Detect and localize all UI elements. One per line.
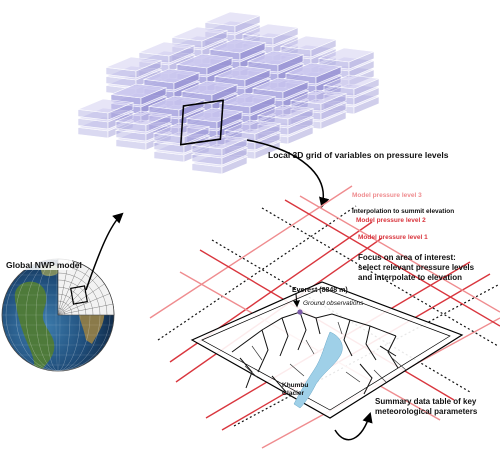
pressure-level-line <box>299 195 500 313</box>
cube-top <box>322 83 381 99</box>
cube-top <box>241 23 300 39</box>
cube-top <box>322 92 381 108</box>
focus-text-line3: and interpolate to elevation <box>358 273 462 282</box>
cube-top <box>289 98 348 114</box>
level3-label: Model pressure level 3 <box>352 192 422 199</box>
grid-to-surface-arrow <box>246 139 330 209</box>
map-to-summary-arrow <box>334 411 373 441</box>
cube-top <box>218 92 277 108</box>
cube-top <box>175 53 234 69</box>
level1-label: Model pressure level 1 <box>358 234 428 241</box>
cube-top <box>190 152 249 168</box>
cube-top <box>180 80 239 96</box>
cube-top <box>223 137 282 153</box>
cube-top <box>114 110 173 126</box>
area-of-interest-map <box>190 281 464 419</box>
pressure-level-grid <box>76 11 381 175</box>
glacier <box>293 331 343 409</box>
cube-top <box>152 140 211 156</box>
cube-top <box>203 20 262 36</box>
cube-top <box>279 35 338 51</box>
cube-top <box>76 107 135 123</box>
summary-text-line1: Summary data table of key <box>375 397 477 406</box>
everest-summit-marker <box>297 309 303 315</box>
ground-observations-label: Ground observations <box>303 300 364 307</box>
cube-top <box>284 62 343 78</box>
cutaway-mesh <box>57 293 110 316</box>
focus-text-line1: Focus on area of interest: <box>358 253 456 262</box>
map-inner-frame <box>201 287 451 411</box>
cube-top <box>322 74 381 90</box>
cube-top <box>109 83 168 99</box>
cube-top <box>289 107 348 123</box>
glacier-label-line2: Glacier <box>282 390 305 397</box>
cube-top <box>76 116 135 132</box>
cutaway-mesh <box>57 275 98 316</box>
global-model-label: Global NWP model <box>6 260 82 270</box>
grid-caption: Local 3D grid of variables on pressure l… <box>268 150 449 160</box>
globe-to-grid-arrow <box>85 212 124 291</box>
cube-top <box>256 113 315 129</box>
cube-top <box>223 119 282 135</box>
everest-pointer <box>293 293 301 308</box>
global-model-label-bg <box>4 258 72 270</box>
continent-americas <box>14 281 55 371</box>
pressure-level-line <box>149 185 353 319</box>
cube-top <box>190 143 249 159</box>
cube-top <box>213 65 272 81</box>
cutaway-mesh <box>57 268 90 316</box>
cutaway-mesh <box>57 283 105 316</box>
cube-top <box>289 89 348 105</box>
cutaway-mesh <box>57 263 80 316</box>
selected-grid-cell <box>179 99 224 146</box>
globe-selected-region <box>70 285 88 305</box>
pressure-level-line <box>284 199 500 327</box>
pressure-level-line <box>261 207 499 347</box>
cube-top <box>104 56 163 72</box>
cutaway-mesh <box>57 303 113 316</box>
cube-top <box>185 107 244 123</box>
cube-top <box>104 65 163 81</box>
cube-top <box>170 35 229 51</box>
cube-top <box>114 128 173 144</box>
interp-label: Interpolation to summit elevation <box>352 208 454 215</box>
cube-top <box>208 38 267 54</box>
everest-label: Everest (8848 m) <box>292 287 348 294</box>
cube-top <box>142 68 201 84</box>
valley-lines <box>244 321 407 383</box>
cube-top <box>170 26 229 42</box>
cube-top <box>256 122 315 138</box>
cube-top <box>246 50 305 66</box>
cube-top <box>256 104 315 120</box>
cube-top <box>251 77 310 93</box>
summary-text-line2: meteorological parameters <box>375 407 478 416</box>
focus-text-line2: select relevant pressure levels <box>358 263 475 272</box>
level2-label: Model pressure level 2 <box>356 217 426 224</box>
cube-top <box>223 128 282 144</box>
pressure-level-line <box>157 205 357 341</box>
cube-top <box>76 98 135 114</box>
cube-top <box>203 11 262 27</box>
cube-top <box>147 95 206 111</box>
cube-top <box>137 50 196 66</box>
cube-top <box>137 41 196 57</box>
global-nwp-globe <box>1 258 115 372</box>
cube-top <box>114 119 173 135</box>
glacier-label-line1: Khumbu <box>282 382 308 389</box>
cube-top <box>317 47 376 63</box>
